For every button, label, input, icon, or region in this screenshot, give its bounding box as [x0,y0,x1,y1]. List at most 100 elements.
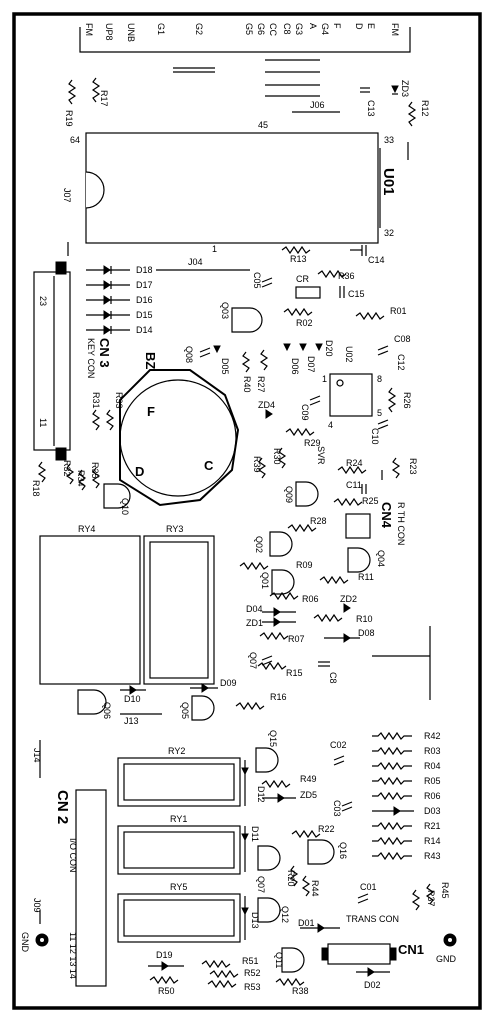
svg-text:Q11: Q11 [274,952,284,968]
resistor-r16: R16 [235,692,287,711]
svg-text:Q15: Q15 [268,730,278,747]
svg-text:R15: R15 [286,668,303,678]
diode-d15-body [103,310,111,320]
svg-text:Q12: Q12 [280,906,290,923]
svg-text:BZ: BZ [143,352,158,369]
jumper-j09: J09 [32,898,42,913]
svg-text:1: 1 [212,244,217,254]
resistor-r22: R22 [291,824,335,839]
svg-text:Q06: Q06 [102,702,112,719]
resistor-r23: R23 [391,457,418,479]
stack-resistor-body [372,851,412,861]
svg-text:ZD3: ZD3 [400,80,410,97]
stack-label-r43: R43 [424,851,441,861]
capacitor-c12: C12 [396,354,406,371]
capacitor-c09: C09 [300,395,321,421]
zener-zd4: ZD4 [258,400,275,419]
resistor-r36: R36 [317,269,355,281]
header-pin-label: G6 [256,23,266,35]
diode-d02: D02 [356,967,390,990]
stack-resistor-body [372,791,412,801]
svg-text:R16: R16 [270,692,287,702]
stack-resistor-body [372,776,412,786]
svg-text:RY2: RY2 [168,746,185,756]
svg-text:R20: R20 [286,870,296,887]
resistor-r35: R35 [90,462,101,489]
svg-text:U02: U02 [344,346,354,363]
ground-right: GND [436,933,457,964]
resistor-r40: R40 [241,351,252,393]
svg-text:32: 32 [384,228,394,238]
transistor-q15: Q15 [255,730,279,773]
diode-d11: D11 [241,826,260,872]
capacitor-c02: C02 [330,740,347,766]
transistor-q01: Q01 [260,569,295,595]
header-pin-label: E [366,23,376,29]
transistor-q11: Q11 [274,947,305,973]
relay-ry3: RY3 [143,524,215,685]
relay-ry2: RY2 [117,746,241,807]
header-pin-label: UP8 [104,23,114,41]
svg-text:R22: R22 [318,824,335,834]
transistor-q02: Q02 [254,531,293,557]
svg-text:R34: R34 [76,470,86,487]
svg-text:Q07: Q07 [248,652,258,669]
svg-text:I/O CON: I/O CON [68,838,78,873]
svg-text:R TH CON: R TH CON [396,502,406,545]
resistor-r39: R39 [252,456,267,479]
resistor-r53: R53 [207,979,261,992]
diode-d01: D01 [298,918,340,933]
relay-ry4: RY4 [39,524,141,685]
svg-text:CN 2: CN 2 [54,790,71,824]
stack-resistor-body [372,731,412,741]
svg-text:D20: D20 [324,340,334,357]
svg-text:C12: C12 [396,354,406,371]
svg-text:GND: GND [436,954,457,964]
svg-text:D01: D01 [298,918,315,928]
capacitor-c8: C8 [318,661,338,684]
resistor-r49: R49 [261,774,317,789]
svg-text:RY5: RY5 [170,882,187,892]
header-pin-label: G5 [244,23,254,35]
zener-zd2: ZD2 [340,594,357,613]
svg-text:R32: R32 [62,460,72,477]
svg-text:Q03: Q03 [220,302,230,319]
zener-zd5: ZD5 [262,790,317,803]
resistor-r06-mid: R06 [269,591,319,604]
stack-diode-body [393,806,401,816]
stack-label-r05: R05 [424,776,441,786]
svg-text:R10: R10 [356,614,373,624]
transistor-q04: Q04 [347,547,386,573]
svg-text:U01: U01 [380,168,397,196]
capacitor-c14: C14 [350,245,385,265]
transistor-q09: Q09 [284,481,319,507]
stack-resistor-body [372,746,412,756]
resistor-r13: R13 [281,245,311,264]
diode-d14-body [103,325,111,335]
svg-text:CN4: CN4 [379,502,394,529]
svg-text:R07: R07 [288,634,305,644]
header-pin-label: CC [268,23,278,36]
resistor-r44: R44 [301,875,320,897]
header-pin-label: D [354,23,364,30]
connector-cn1: TRANS CON CN1 [321,914,424,965]
svg-text:R50: R50 [158,986,175,996]
svg-text:1: 1 [322,374,327,384]
svg-text:R12: R12 [420,100,430,117]
svg-text:Q05: Q05 [180,702,190,719]
resistor-r24: R24 [337,458,367,475]
resistor-r17: R17 [91,77,109,107]
diode-d17-label: D17 [136,280,153,290]
svg-text:RY3: RY3 [166,524,183,534]
diode-d19: D19 [148,950,184,971]
svg-text:KEY CON: KEY CON [86,338,96,378]
resistor-r20: R20 [286,865,299,887]
board-outline [12,12,482,1010]
resistor-r15: R15 [257,661,303,678]
resistor-r02: R02 [283,307,313,328]
svg-text:R28: R28 [310,516,327,526]
resistor-r50: R50 [149,975,179,996]
header-pin-label: G3 [294,23,304,35]
